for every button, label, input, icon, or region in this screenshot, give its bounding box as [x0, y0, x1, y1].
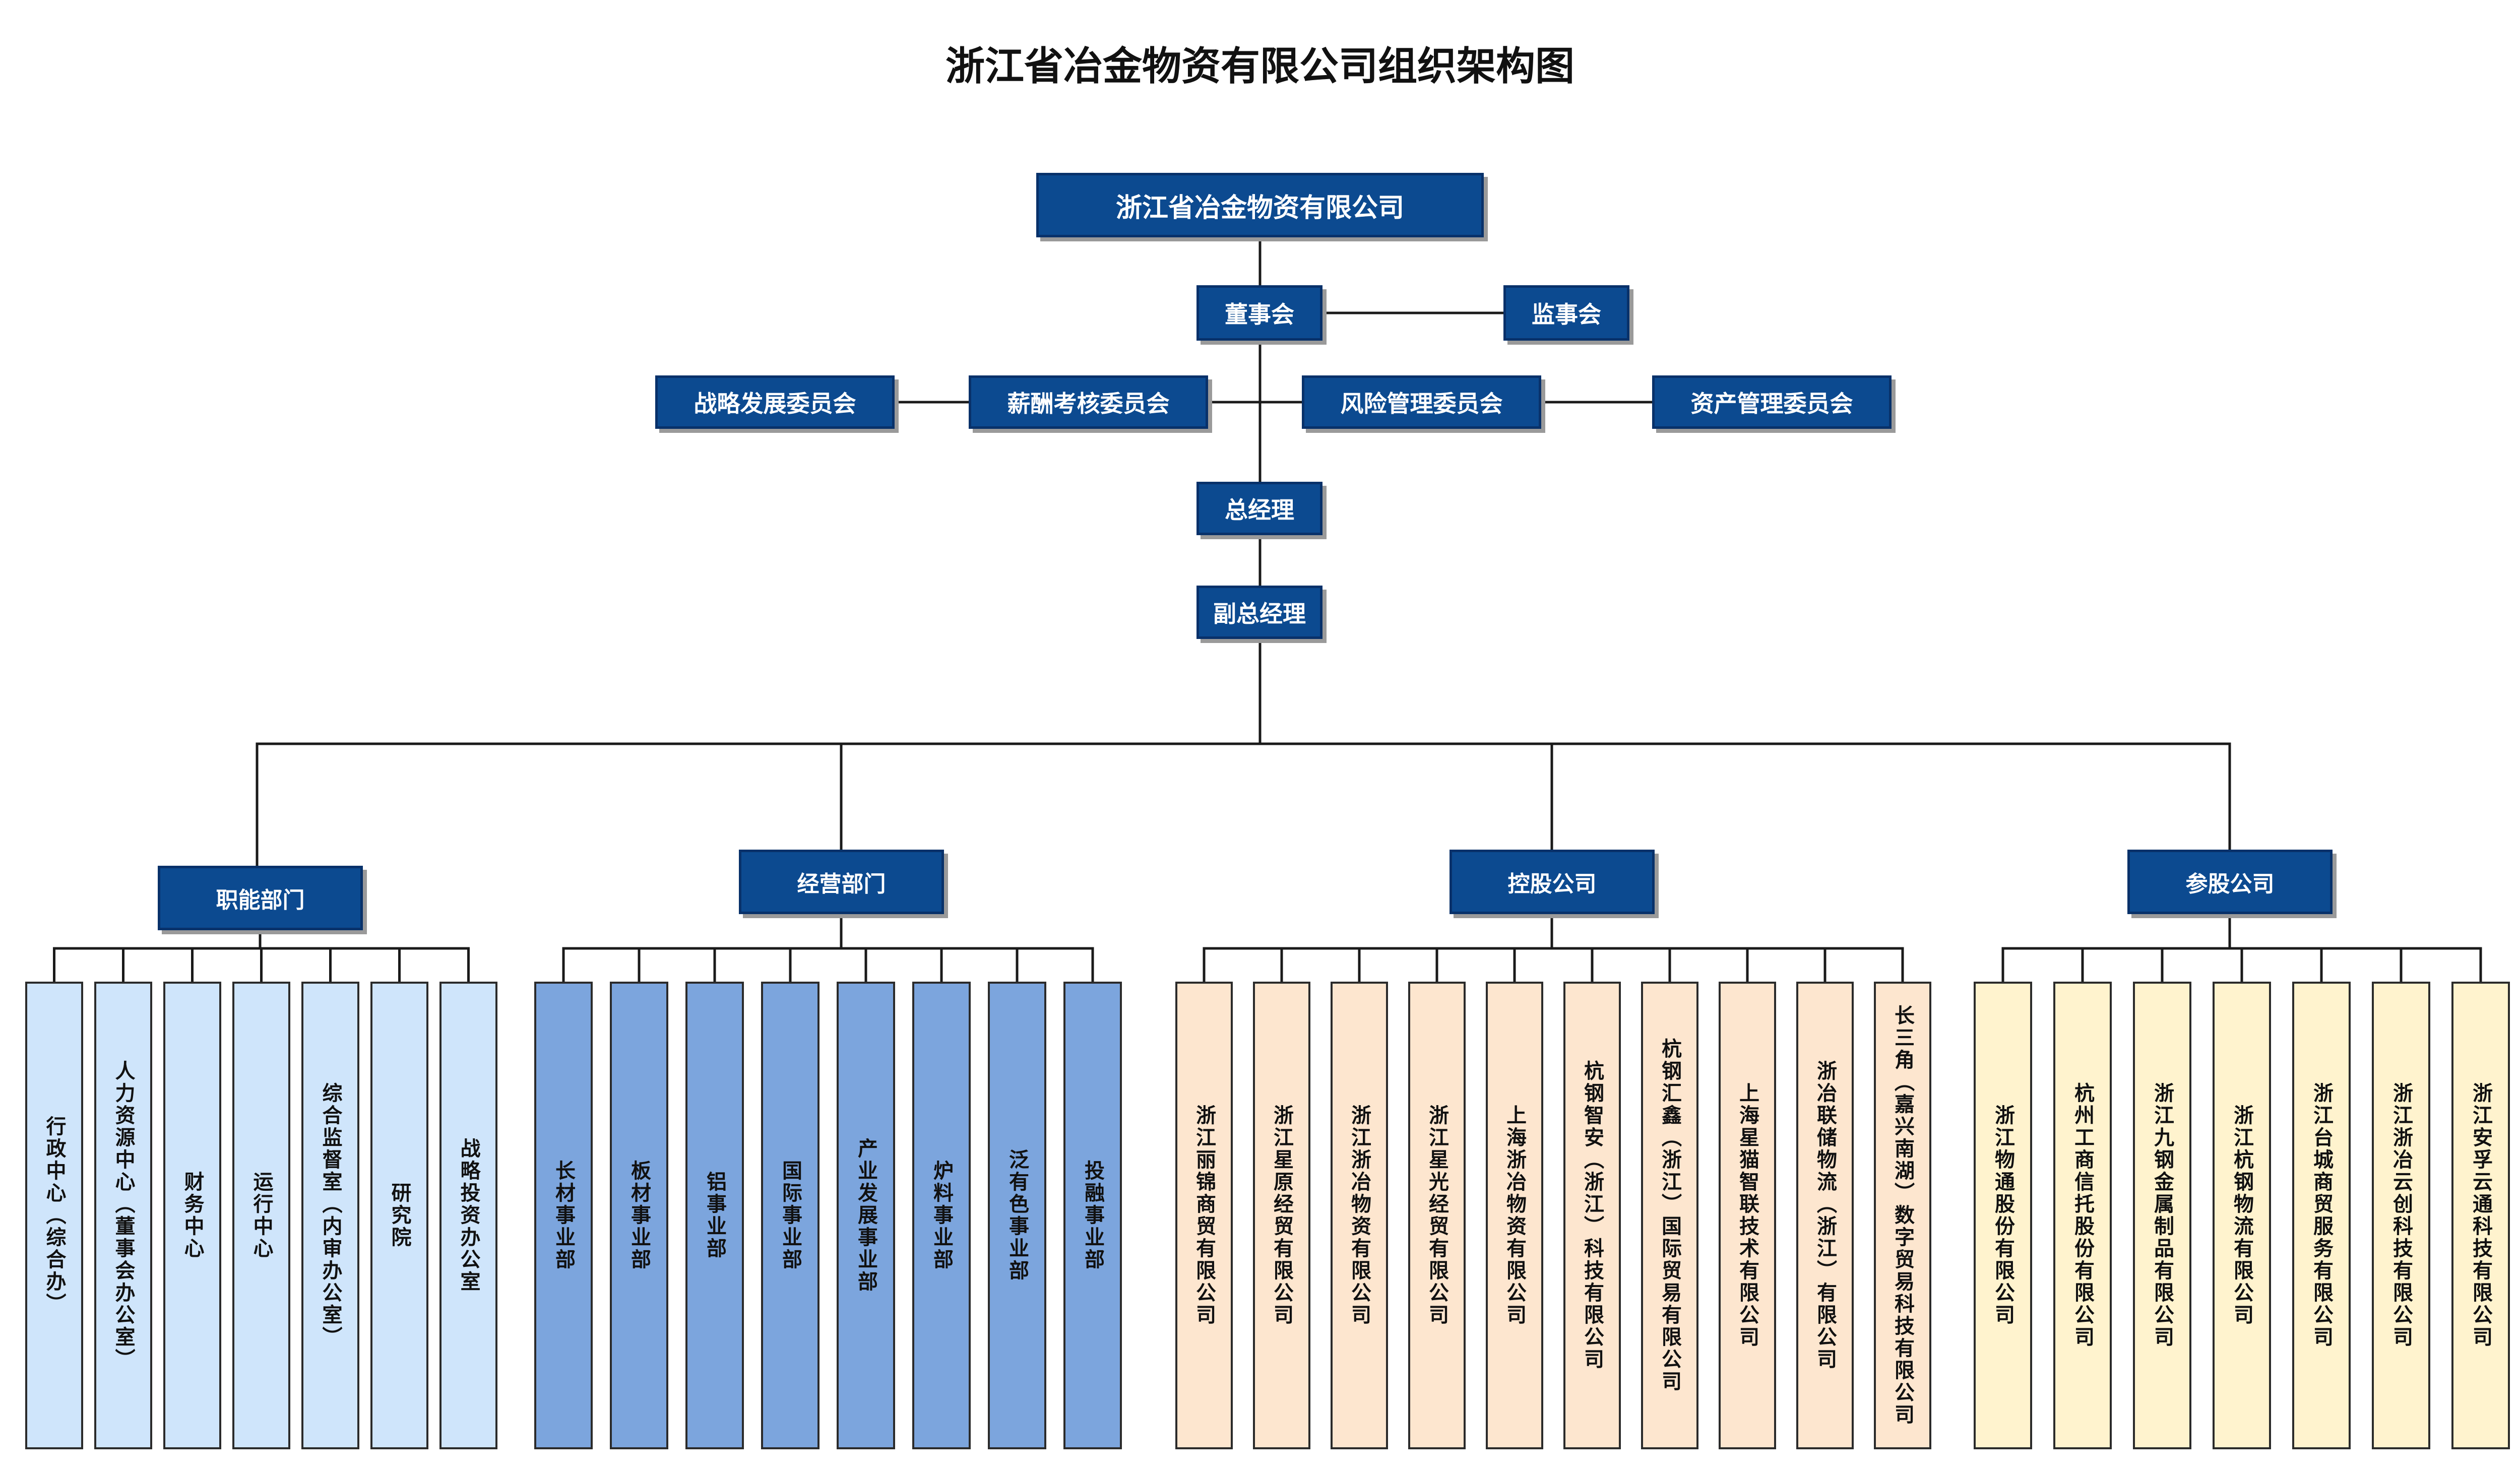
supervisory-box: 监事会 — [1503, 285, 1629, 341]
committee-compensation: 薪酬考核委员会 — [969, 375, 1208, 429]
affiliate-company: 浙江物通股份有限公司 — [1974, 982, 2032, 1449]
affiliate-company: 浙江安孚云通科技有限公司 — [2451, 982, 2510, 1449]
holding-company: 浙冶联储物流（浙江）有限公司 — [1796, 982, 1854, 1449]
committee-strategy: 战略发展委员会 — [655, 375, 895, 429]
board-box: 董事会 — [1196, 285, 1322, 341]
operating-unit: 板材事业部 — [610, 982, 668, 1449]
functional-unit: 运行中心 — [232, 982, 290, 1449]
holding-company: 杭钢智安（浙江）科技有限公司 — [1563, 982, 1621, 1449]
operating-unit: 泛有色事业部 — [988, 982, 1046, 1449]
operating-unit: 铝事业部 — [685, 982, 744, 1449]
holding-company: 上海星猫智联技术有限公司 — [1719, 982, 1776, 1449]
gm-box: 总经理 — [1196, 482, 1322, 535]
affiliate-company: 浙江九钢金属制品有限公司 — [2133, 982, 2191, 1449]
chart-title: 浙江省冶金物资有限公司组织架构图 — [945, 44, 1574, 89]
affiliate-company: 浙江台城商贸服务有限公司 — [2292, 982, 2351, 1449]
operating-unit: 炉料事业部 — [912, 982, 971, 1449]
category-affiliate: 参股公司 — [2127, 850, 2333, 914]
operating-unit: 国际事业部 — [761, 982, 820, 1449]
holding-company: 浙江星原经贸有限公司 — [1253, 982, 1310, 1449]
deputy-gm-box: 副总经理 — [1196, 586, 1322, 639]
operating-unit: 投融事业部 — [1063, 982, 1122, 1449]
category-holding: 控股公司 — [1450, 850, 1655, 914]
holding-company: 浙江丽锦商贸有限公司 — [1175, 982, 1233, 1449]
functional-unit: 战略投资办公室 — [439, 982, 497, 1449]
committee-risk: 风险管理委员会 — [1302, 375, 1541, 429]
category-functional: 职能部门 — [158, 866, 363, 930]
operating-unit: 长材事业部 — [534, 982, 593, 1449]
functional-unit: 人力资源中心（董事会办公室） — [94, 982, 152, 1449]
functional-unit: 研究院 — [370, 982, 428, 1449]
functional-unit: 行政中心（综合办） — [25, 982, 83, 1449]
functional-unit: 财务中心 — [163, 982, 221, 1449]
holding-company: 浙江星光经贸有限公司 — [1408, 982, 1466, 1449]
functional-unit: 综合监督室（内审办公室） — [301, 982, 359, 1449]
holding-company: 浙江浙冶物资有限公司 — [1331, 982, 1388, 1449]
operating-unit: 产业发展事业部 — [837, 982, 895, 1449]
category-operating: 经营部门 — [739, 850, 944, 914]
committee-assets: 资产管理委员会 — [1652, 375, 1892, 429]
affiliate-company: 杭州工商信托股份有限公司 — [2053, 982, 2112, 1449]
holding-company: 上海浙冶物资有限公司 — [1486, 982, 1543, 1449]
company-box: 浙江省冶金物资有限公司 — [1036, 173, 1484, 237]
affiliate-company: 浙江浙冶云创科技有限公司 — [2372, 982, 2430, 1449]
holding-company: 杭钢汇鑫（浙江）国际贸易有限公司 — [1641, 982, 1698, 1449]
affiliate-company: 浙江杭钢物流有限公司 — [2213, 982, 2271, 1449]
holding-company: 长三角（嘉兴南湖）数字贸易科技有限公司 — [1874, 982, 1931, 1449]
